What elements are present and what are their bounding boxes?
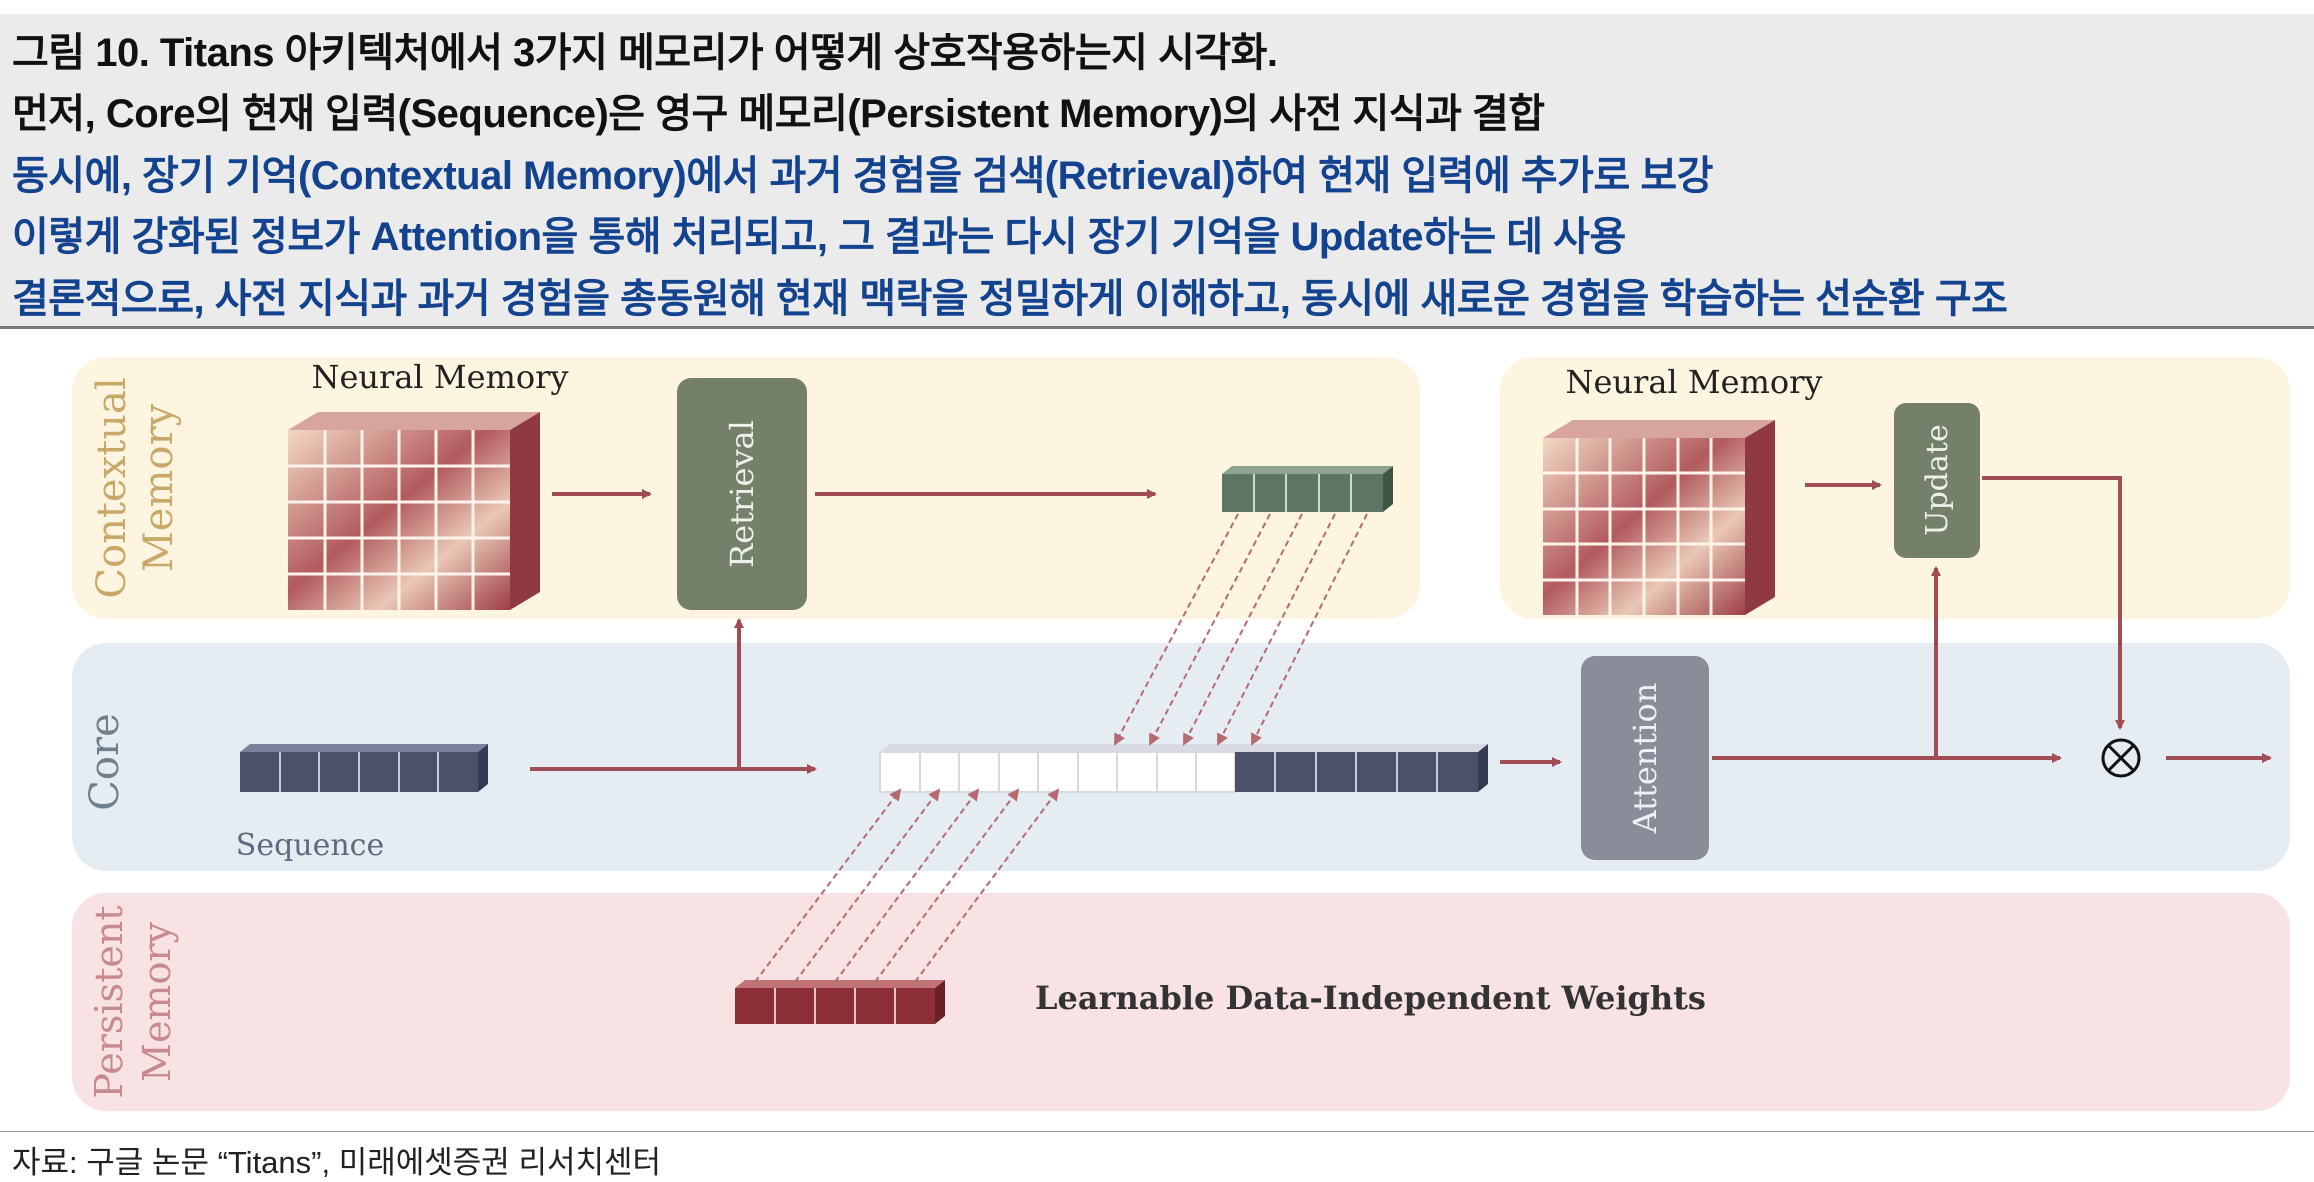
label-learnable-weights: Learnable Data-Independent Weights — [1035, 979, 1706, 1017]
caption-line-5: 결론적으로, 사전 지식과 과거 경험을 총동원해 현재 맥락을 정밀하게 이해… — [12, 277, 2008, 321]
persistent-memory-tokens — [735, 980, 945, 1024]
flow-arrows — [530, 476, 2272, 774]
footer-divider — [0, 1131, 2314, 1132]
caption-line-2: 먼저, Core의 현재 입력(Sequence)은 영구 메모리(Persis… — [12, 92, 1545, 136]
caption-title: 그림 10. Titans 아키텍처에서 3가지 메모리가 어떻게 상호작용하는… — [12, 31, 1278, 75]
caption-line-4: 이렇게 강화된 정보가 Attention을 통해 처리되고, 그 결과는 다시… — [12, 215, 1626, 259]
source-note: 자료: 구글 논문 “Titans”, 미래에셋증권 리서치센터 — [12, 1145, 662, 1180]
combined-input-tokens — [879, 744, 1488, 793]
persistent-memory-band — [72, 893, 2290, 1111]
retrieved-memory-tokens — [1222, 466, 1393, 512]
update-block — [1894, 403, 1980, 558]
label-neural-memory-left: Neural Memory — [311, 358, 568, 396]
caption-box: 그림 10. Titans 아키텍처에서 3가지 메모리가 어떻게 상호작용하는… — [0, 14, 2314, 326]
header-divider — [0, 326, 2314, 329]
combine-operator-icon — [2101, 738, 2141, 778]
retrieval-label: Retrieval — [723, 420, 761, 568]
combine-operator-cross-b — [2106, 743, 2136, 773]
retrieval-block — [677, 378, 807, 610]
dashed-arrows-persistent — [754, 788, 1060, 983]
label-neural-memory-right: Neural Memory — [1565, 363, 1822, 401]
band-label-persistent-memory: Memory — [135, 922, 179, 1082]
label-sequence: Sequence — [236, 828, 384, 863]
attention-label: Attention — [1626, 683, 1664, 835]
band-label-persistent: Persistent — [87, 905, 131, 1098]
band-label-core: Core — [82, 713, 128, 810]
neural-memory-cube-right — [1543, 420, 1775, 615]
band-label-contextual: Contextual — [89, 377, 135, 598]
caption-line-3: 동시에, 장기 기억(Contextual Memory)에서 과거 경험을 검… — [12, 154, 1713, 198]
sequence-tokens — [240, 744, 488, 792]
band-label-memory: Memory — [136, 403, 182, 572]
titans-architecture-diagram: Contextual Memory Core Persistent Memory… — [72, 357, 2290, 1111]
attention-block — [1581, 656, 1709, 860]
update-label: Update — [1920, 424, 1955, 535]
neural-memory-cube-left — [288, 412, 540, 610]
dashed-arrows-retrieved — [1114, 513, 1368, 746]
